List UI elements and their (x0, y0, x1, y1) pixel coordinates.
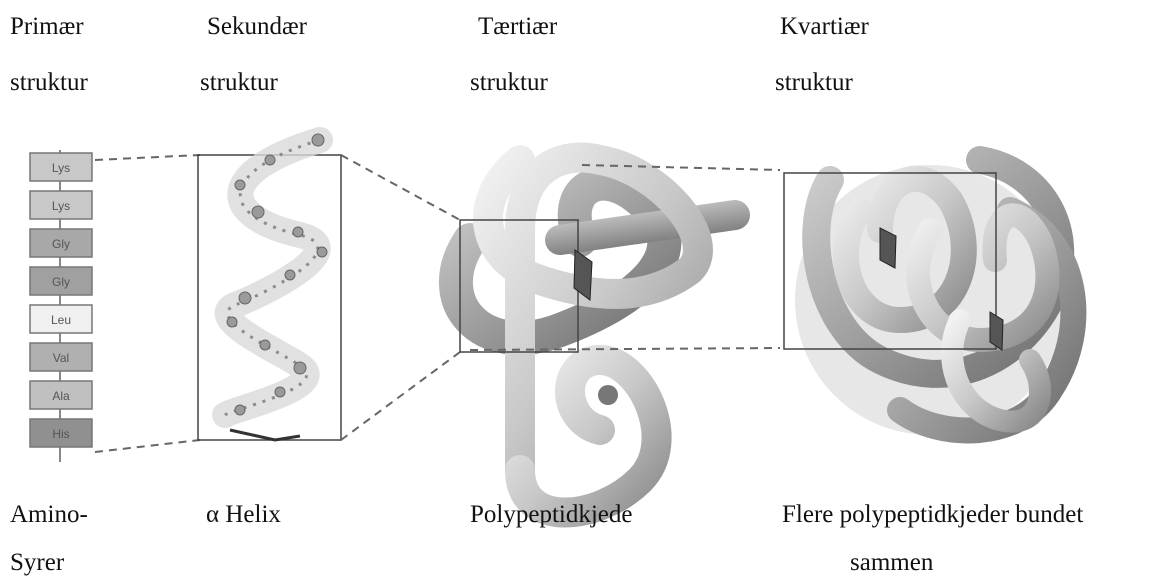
amino-acid-label: Lys (52, 161, 70, 175)
connector-primary-secondary (95, 155, 200, 452)
amino-acid-label: Leu (51, 313, 71, 327)
quaternary-caption-line1: Flere polypeptidkjeder bundet (782, 500, 1083, 530)
tertiary-fold (456, 158, 735, 513)
primary-caption-line2: Syrer (10, 548, 64, 578)
quaternary-complex (784, 160, 1073, 435)
primary-caption-line1: Amino- (10, 500, 88, 530)
secondary-caption: α Helix (206, 500, 281, 530)
amino-acid-label: Lys (52, 199, 70, 213)
alpha-helix (198, 134, 341, 440)
quaternary-caption-line2: sammen (850, 548, 933, 578)
amino-acid-label: His (52, 427, 69, 441)
amino-acid-label: Gly (52, 275, 70, 289)
amino-acid-label: Val (53, 351, 69, 365)
amino-acid-label: Ala (52, 389, 70, 403)
tertiary-caption: Polypeptidkjede (470, 500, 632, 530)
amino-acid-label: Gly (52, 237, 70, 251)
